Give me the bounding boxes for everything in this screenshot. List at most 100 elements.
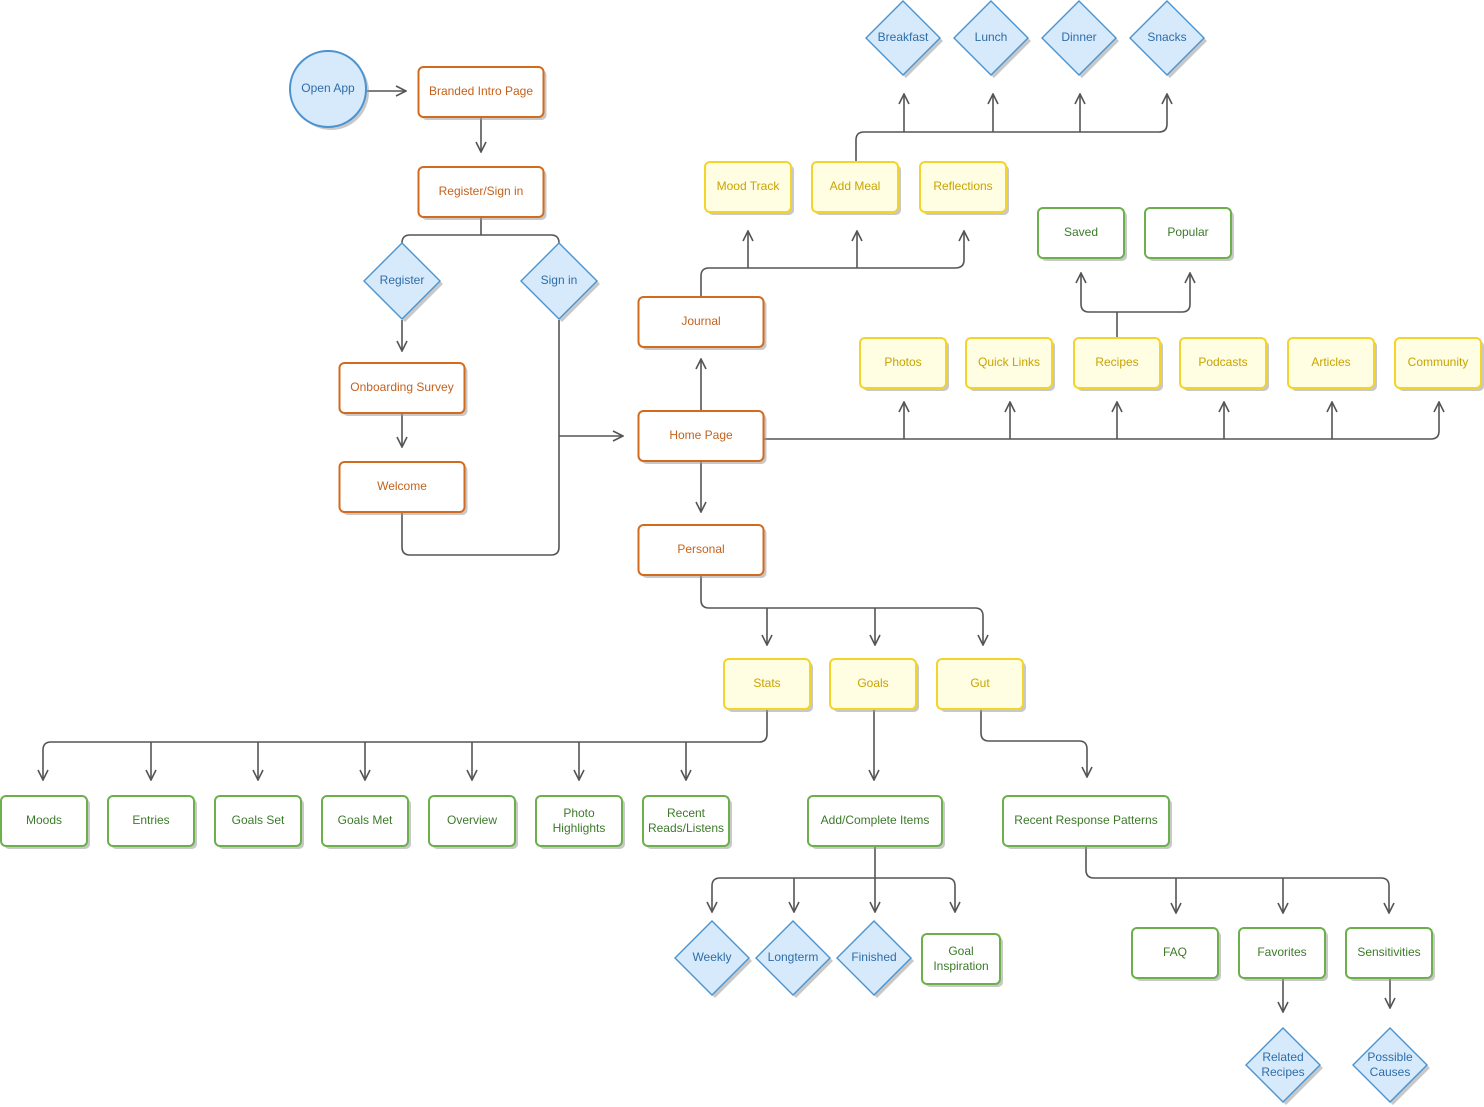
goals-label: Goals [857,676,888,690]
dinner-diamond: Dinner [1041,0,1119,78]
branded-intro-box: Branded Intro Page [417,66,547,120]
connector-14 [855,94,1167,162]
snacks-label: Snacks [1147,30,1186,44]
favorites-box: Favorites [1238,927,1328,981]
longterm-diamond: Longterm [755,920,833,998]
stats-label: Stats [753,676,780,690]
connector-7 [401,320,560,556]
weekly-diamond: Weekly [674,920,752,998]
connector-11 [700,231,964,297]
podcasts-label: Podcasts [1198,355,1247,369]
personal-label: Personal [677,542,724,556]
saved-label: Saved [1064,225,1098,239]
gut-label: Gut [970,676,990,690]
entries-label: Entries [132,813,169,827]
register-label: Register [380,273,425,287]
connector-40 [712,877,875,912]
articles-box: Articles [1287,337,1377,391]
connector-43 [1085,846,1389,913]
podcasts-box: Podcasts [1179,337,1269,391]
overview-label: Overview [447,813,497,827]
add-complete-label: Add/Complete Items [821,813,930,827]
goals-set-label: Goals Set [232,813,285,827]
reflections-box: Reflections [919,161,1009,215]
finished-label: Finished [851,950,896,964]
connector-42 [875,877,955,912]
open-app-label: Open App [301,81,355,95]
favorites-label: Favorites [1257,945,1306,959]
lunch-diamond: Lunch [953,0,1031,78]
recent-patterns-label: Recent Response Patterns [1014,813,1157,827]
goals-met-box: Goals Met [321,795,411,849]
connector-25 [1081,273,1117,313]
community-label: Community [1408,355,1469,369]
connectors [43,91,1439,1012]
entries-box: Entries [107,795,197,849]
register-diamond: Register [363,242,443,322]
sensitivities-box: Sensitivities [1345,927,1435,981]
longterm-label: Longterm [768,950,819,964]
quick-links-box: Quick Links [965,337,1055,391]
goals-box: Goals [829,658,919,712]
connector-3 [401,218,482,244]
snacks-diamond: Snacks [1129,0,1207,78]
add-meal-label: Add Meal [830,179,881,193]
register-signin-box: Register/Sign in [417,166,547,220]
lunch-label: Lunch [975,30,1008,44]
photos-label: Photos [884,355,921,369]
connector-27 [700,576,983,645]
home-label: Home Page [669,428,733,442]
mood-track-box: Mood Track [704,161,794,215]
connector-4 [481,234,560,244]
welcome-label: Welcome [377,479,427,493]
sign-in-label: Sign in [541,273,578,287]
branded-intro-label: Branded Intro Page [429,84,533,98]
weekly-label: Weekly [692,950,731,964]
connector-30 [43,709,768,780]
saved-box: Saved [1037,207,1127,261]
popular-box: Popular [1144,207,1234,261]
popular-label: Popular [1167,225,1208,239]
moods-label: Moods [26,813,62,827]
welcome-box: Welcome [338,461,468,515]
recent-patterns-box: Recent Response Patterns [1002,795,1172,849]
onboarding-label: Onboarding Survey [350,380,453,394]
breakfast-label: Breakfast [878,30,929,44]
register-signin-label: Register/Sign in [439,184,524,198]
quick-links-label: Quick Links [978,355,1040,369]
personal-box: Personal [637,524,767,578]
dinner-label: Dinner [1061,30,1096,44]
sensitivities-label: Sensitivities [1357,945,1420,959]
finished-diamond: Finished [836,920,914,998]
gut-box: Gut [936,658,1026,712]
articles-label: Articles [1311,355,1350,369]
recipes-box: Recipes [1073,337,1163,391]
add-complete-box: Add/Complete Items [807,795,945,849]
mood-track-label: Mood Track [717,179,781,193]
community-box: Community [1394,337,1484,391]
breakfast-diamond: Breakfast [865,0,943,78]
moods-box: Moods [0,795,90,849]
recipes-label: Recipes [1095,355,1138,369]
connector-38 [980,709,1087,777]
journal-label: Journal [681,314,720,328]
goals-set-box: Goals Set [214,795,304,849]
sign-in-diamond: Sign in [520,242,600,322]
faq-label: FAQ [1163,945,1187,959]
stats-box: Stats [723,658,813,712]
add-meal-box: Add Meal [811,161,901,215]
photos-box: Photos [859,337,949,391]
overview-box: Overview [428,795,518,849]
